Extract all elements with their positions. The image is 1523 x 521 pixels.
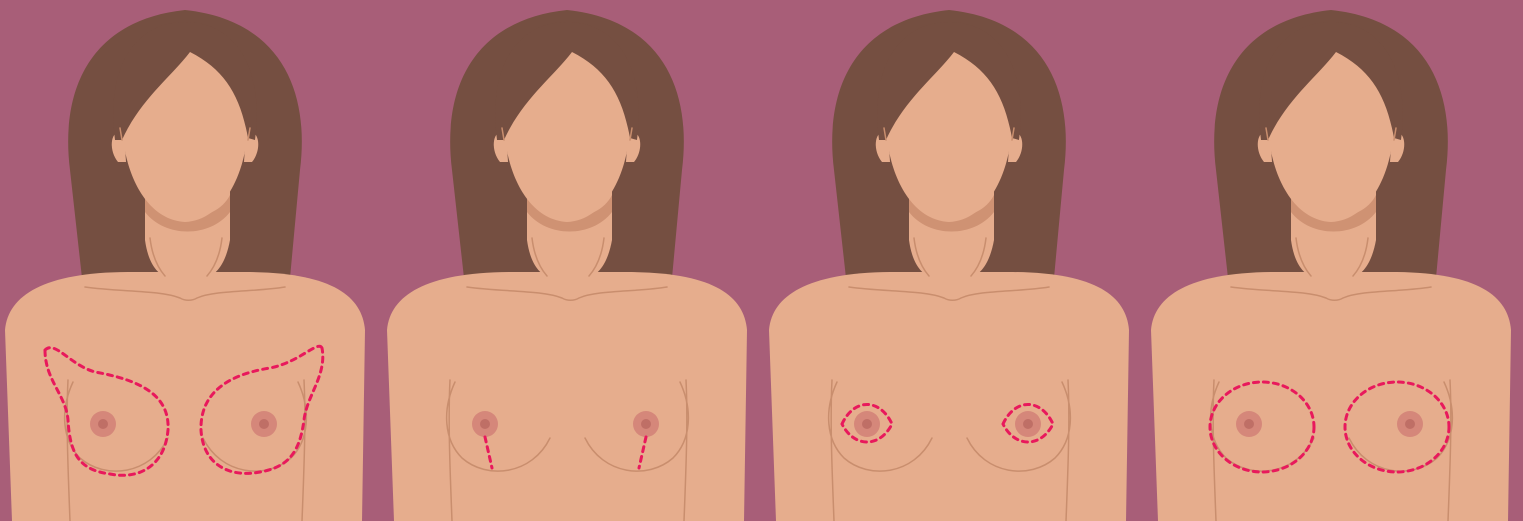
figure-3 xyxy=(769,10,1129,521)
figure-4 xyxy=(1151,10,1511,521)
figure-2 xyxy=(387,10,747,521)
figure-1 xyxy=(5,10,365,521)
